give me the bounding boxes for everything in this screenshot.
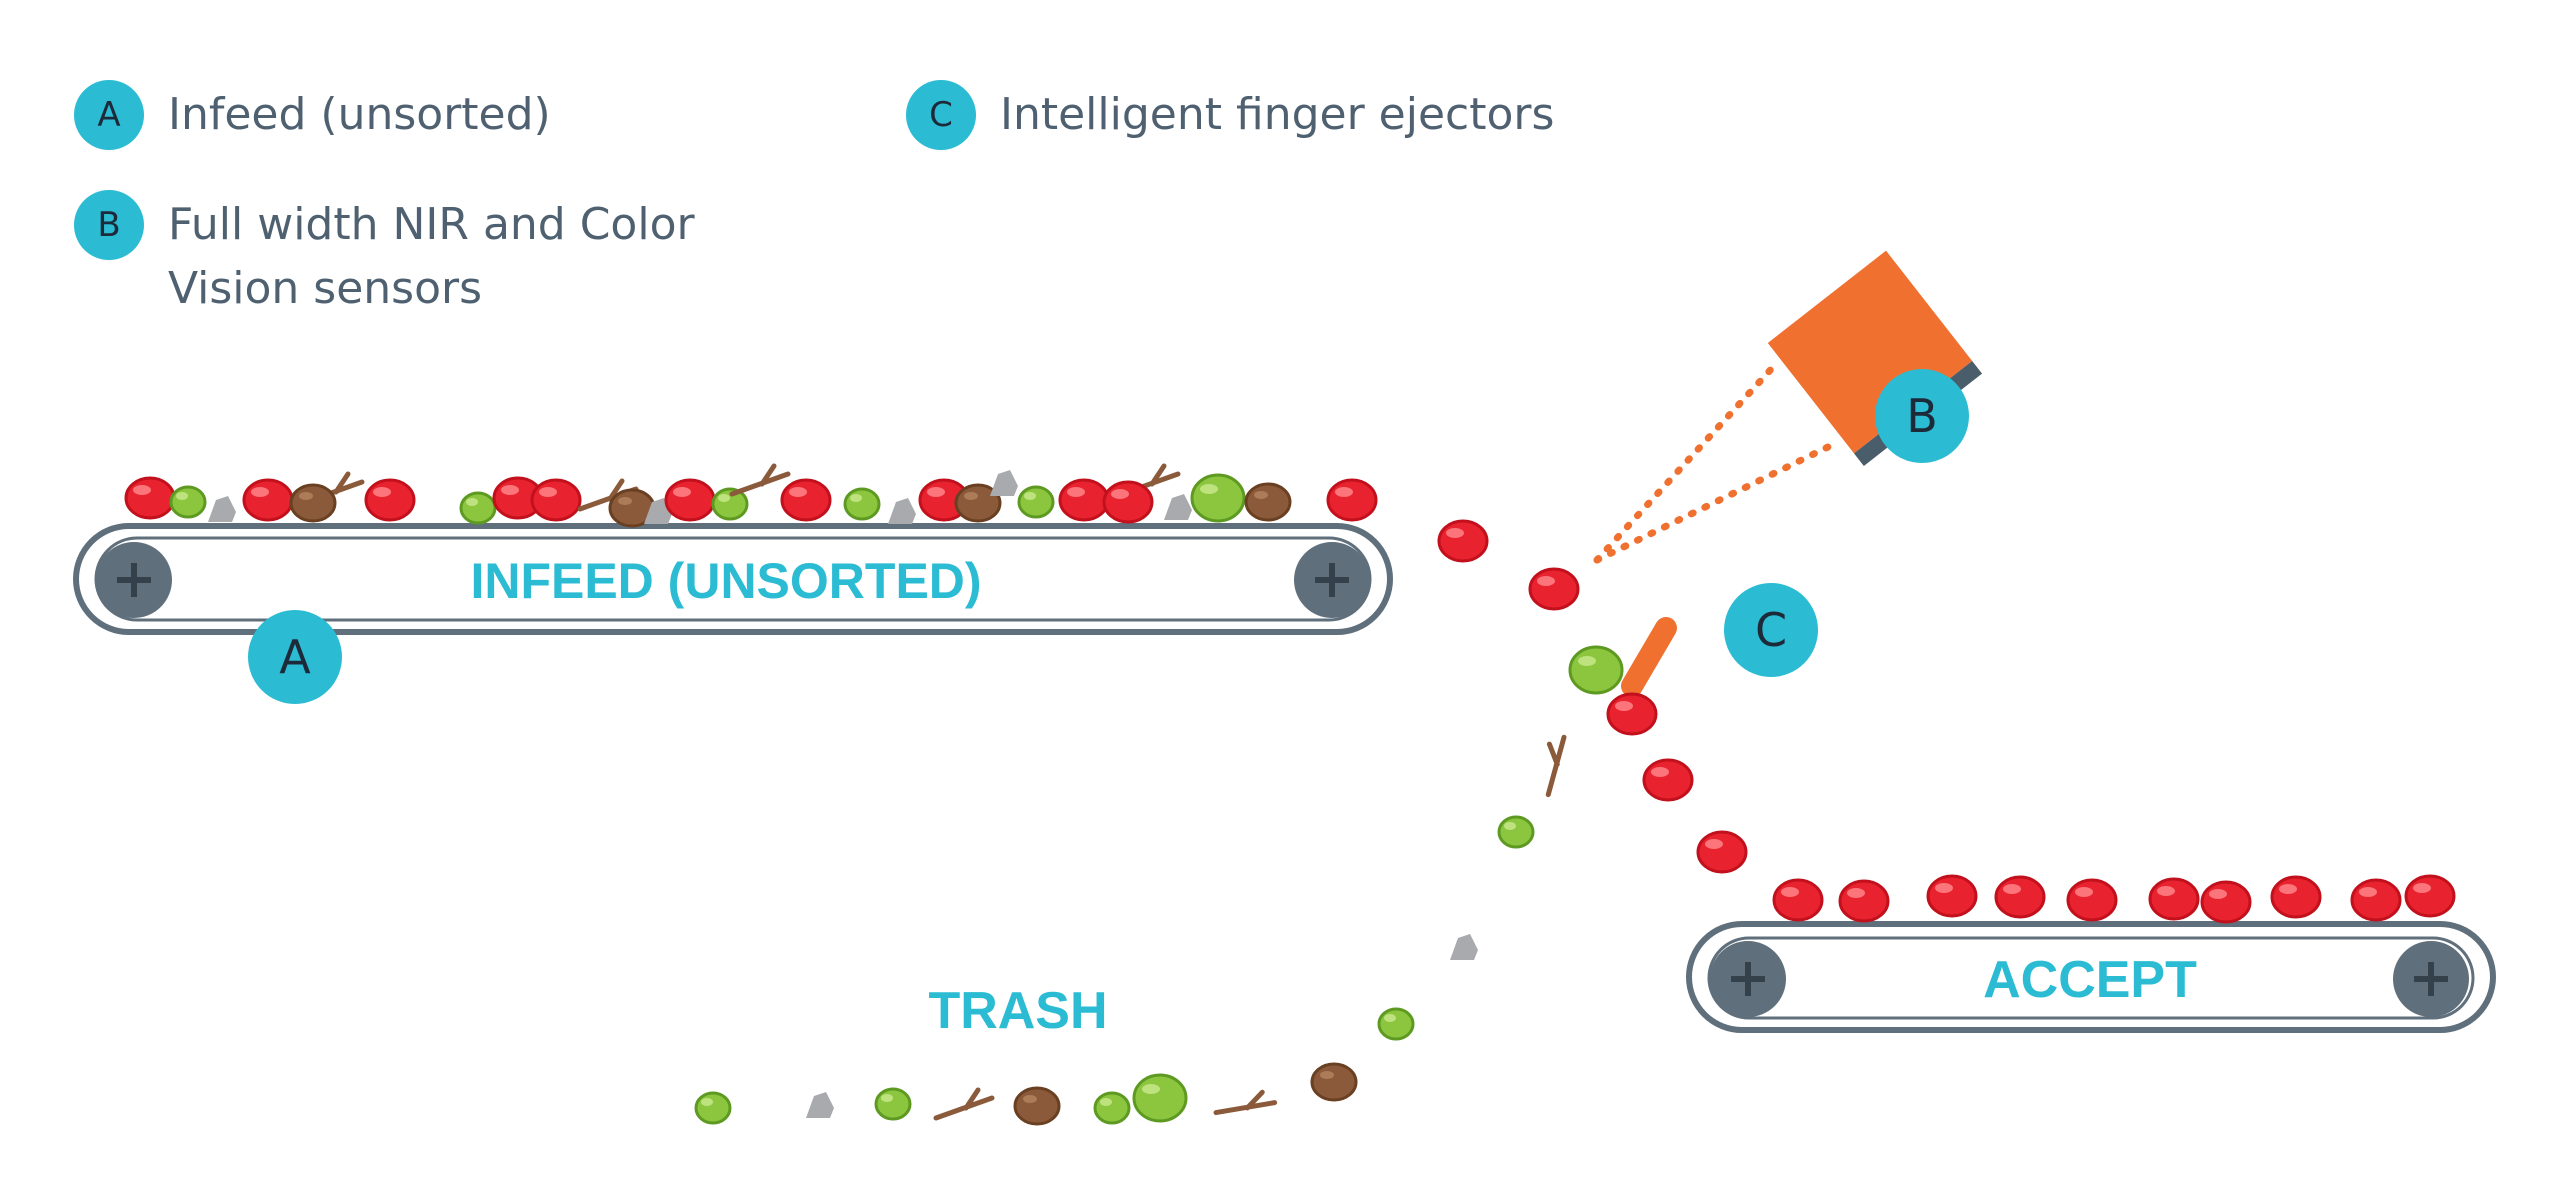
infeed-items xyxy=(124,466,1378,528)
legend-badge-b: B xyxy=(74,190,144,260)
infeed-left-screw-icon xyxy=(96,542,172,618)
legend-badge-a: A xyxy=(74,80,144,150)
brown-item xyxy=(1310,1062,1358,1102)
accept-items xyxy=(1772,874,2456,924)
rejected-stream xyxy=(1310,645,1624,1102)
red-fruit xyxy=(1772,878,1824,922)
twig xyxy=(1525,733,1580,795)
marker-a: A xyxy=(248,610,342,704)
red-fruit xyxy=(664,478,716,522)
green-fruit xyxy=(1132,1073,1188,1123)
trash-pile: TRASH xyxy=(694,982,1276,1126)
stone xyxy=(888,498,916,524)
red-fruit xyxy=(530,478,582,522)
trash-label: TRASH xyxy=(928,982,1107,1040)
stone xyxy=(208,496,236,522)
infeed-conveyor: INFEED (UNSORTED) xyxy=(73,523,1393,635)
green-fruit xyxy=(1568,645,1624,695)
legend-text-b: Full width NIR and Color Vision sensors xyxy=(168,193,695,321)
red-fruit xyxy=(1642,758,1694,802)
stone xyxy=(1164,494,1192,520)
red-fruit xyxy=(2200,880,2252,924)
red-fruit xyxy=(1528,567,1580,611)
green-fruit xyxy=(459,491,497,525)
marker-a-label: A xyxy=(279,630,311,684)
marker-c-label: C xyxy=(1755,603,1787,657)
green-fruit xyxy=(1093,1091,1131,1125)
green-fruit xyxy=(1497,815,1535,849)
green-fruit xyxy=(694,1091,732,1125)
red-fruit xyxy=(1606,692,1658,736)
red-fruit xyxy=(1696,830,1748,874)
red-fruit xyxy=(1926,874,1978,918)
green-fruit xyxy=(169,485,207,519)
red-fruit xyxy=(2148,877,2200,921)
legend-a-line1: Infeed (unsorted) xyxy=(168,89,551,140)
accept-right-screw-icon xyxy=(2393,941,2469,1017)
green-fruit xyxy=(1190,473,1246,523)
infeed-right-screw-icon xyxy=(1294,542,1370,618)
accept-conveyor: ACCEPT xyxy=(1686,921,2496,1033)
legend-item-b: B Full width NIR and Color Vision sensor… xyxy=(74,190,695,321)
legend-text-c: Intelligent finger ejectors xyxy=(1000,83,1554,147)
red-fruit xyxy=(2350,878,2402,922)
twig xyxy=(732,466,788,494)
falling-stream xyxy=(1437,519,1580,611)
legend-item-c: C Intelligent finger ejectors xyxy=(906,80,1554,150)
legend-text-a: Infeed (unsorted) xyxy=(168,83,551,147)
red-fruit xyxy=(1102,480,1154,524)
legend-badge-c: C xyxy=(906,80,976,150)
brown-item xyxy=(1013,1086,1061,1126)
twig xyxy=(936,1090,992,1118)
red-fruit xyxy=(2066,878,2118,922)
finger-ejector: C xyxy=(1621,583,1818,697)
red-fruit xyxy=(2270,875,2322,919)
red-fruit xyxy=(364,478,416,522)
legend-b-line1: Full width NIR and Color xyxy=(168,199,695,250)
green-fruit xyxy=(1377,1007,1415,1041)
accept-left-screw-icon xyxy=(1710,941,1786,1017)
marker-b-label: B xyxy=(1906,389,1938,443)
red-fruit xyxy=(1326,478,1378,522)
brown-item xyxy=(289,483,337,523)
red-fruit xyxy=(780,478,832,522)
green-fruit xyxy=(874,1087,912,1121)
red-fruit xyxy=(1838,879,1890,923)
green-fruit xyxy=(1017,485,1055,519)
red-fruit xyxy=(242,478,294,522)
nir-color-sensor: B xyxy=(1593,250,1983,564)
red-fruit xyxy=(1058,478,1110,522)
legend-c-line1: Intelligent finger ejectors xyxy=(1000,89,1555,140)
red-fruit xyxy=(1437,519,1489,563)
red-fruit xyxy=(124,476,176,520)
infeed-label: INFEED (UNSORTED) xyxy=(470,553,981,609)
green-fruit xyxy=(843,487,881,521)
twig xyxy=(1216,1085,1276,1122)
brown-item xyxy=(1244,482,1292,522)
red-fruit xyxy=(2404,874,2456,918)
stone xyxy=(1450,934,1478,960)
legend-b-line2: Vision sensors xyxy=(168,263,483,314)
stone xyxy=(806,1092,834,1118)
accept-label: ACCEPT xyxy=(1983,951,2197,1009)
marker-b xyxy=(1875,369,1969,463)
stone xyxy=(990,470,1018,496)
red-fruit xyxy=(1994,875,2046,919)
accepted-stream xyxy=(1606,692,1748,874)
marker-c xyxy=(1724,583,1818,677)
legend-item-a: A Infeed (unsorted) xyxy=(74,80,551,150)
